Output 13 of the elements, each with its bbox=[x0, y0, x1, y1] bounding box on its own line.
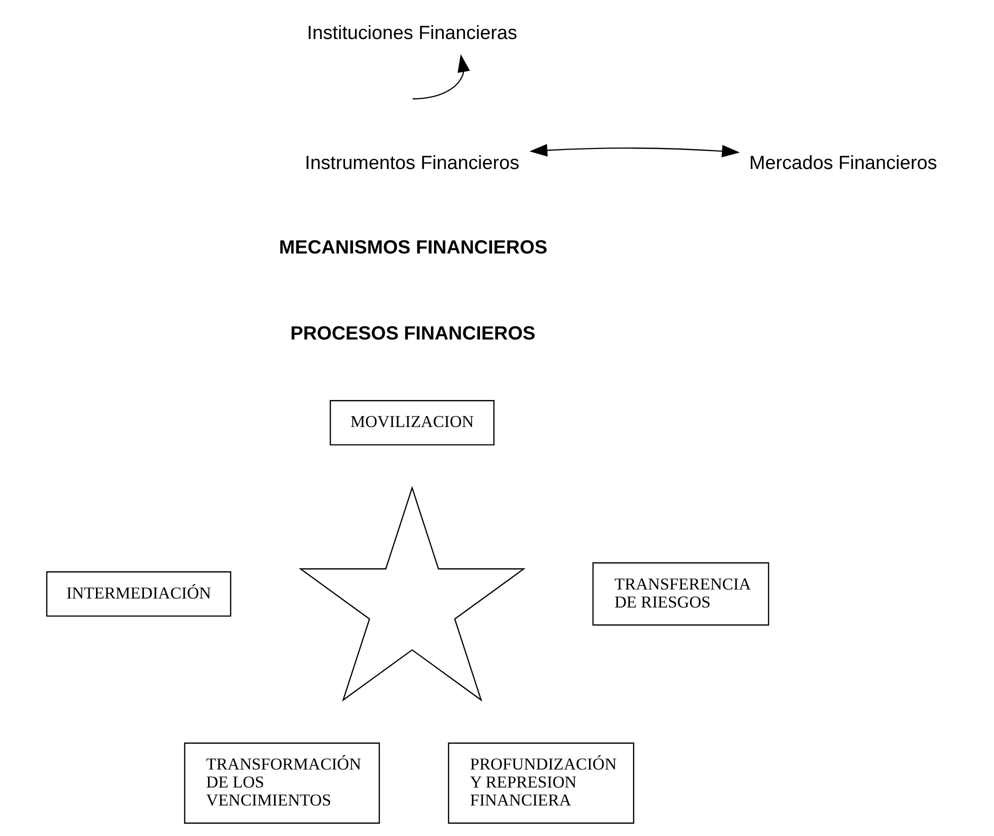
node-text: Instrumentos Financieros bbox=[304, 152, 519, 174]
arrow bbox=[412, 54, 470, 100]
node-box: INTERMEDIACIÓN bbox=[46, 571, 231, 617]
node-star bbox=[298, 486, 526, 702]
node-box: MOVILIZACION bbox=[329, 400, 494, 446]
node-text: Mercados Financieros bbox=[748, 152, 937, 174]
node-box: PROFUNDIZACIÓN Y REPRESION FINANCIERA bbox=[447, 742, 634, 824]
label: MECANISMOS FINANCIEROS bbox=[278, 238, 547, 259]
node-text: Instituciones Financieras bbox=[306, 22, 517, 44]
node-box: TRANSFORMACIÓN DE LOS VENCIMIENTOS bbox=[184, 742, 380, 824]
label: PROCESOS FINANCIEROS bbox=[290, 323, 535, 344]
node-box: TRANSFERENCIA DE RIESGOS bbox=[592, 562, 769, 626]
arrow bbox=[528, 144, 740, 158]
